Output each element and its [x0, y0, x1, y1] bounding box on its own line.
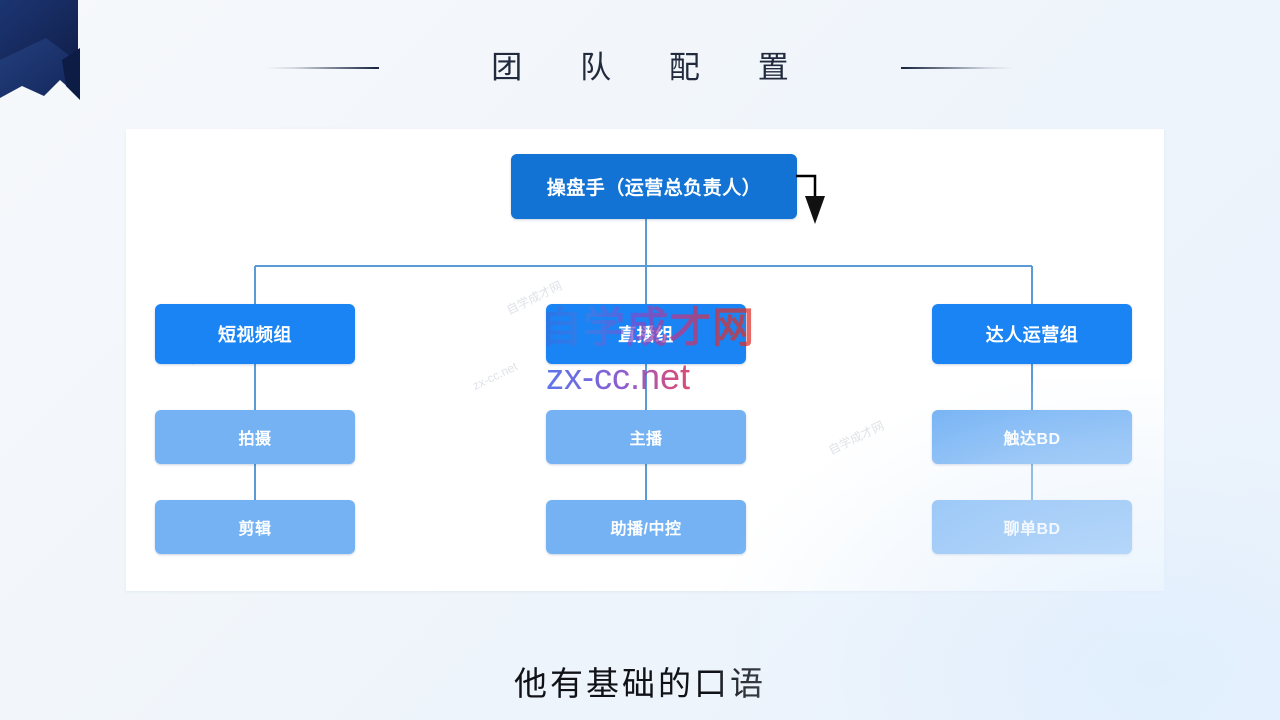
org-node-member[interactable]: 剪辑	[155, 500, 355, 554]
org-node-root[interactable]: 操盘手（运营总负责人）	[511, 154, 797, 219]
watermark-faint: zx-cc.net	[470, 359, 520, 393]
title-row: 团 队 配 置	[0, 44, 1280, 92]
org-node-member[interactable]: 聊单BD	[932, 500, 1132, 554]
org-node-group-head[interactable]: 直播组	[546, 304, 746, 364]
title-rule-left	[266, 67, 380, 69]
chart-card: zx-cc.net 自学成才网 zx-cc.net 自学成才网 操盘手（运营总负…	[126, 129, 1164, 591]
org-node-group-head[interactable]: 短视频组	[155, 304, 355, 364]
title-rule-right	[900, 67, 1014, 69]
slide-subtitle: 他有基础的口语	[514, 664, 766, 703]
org-chart: zx-cc.net 自学成才网 zx-cc.net 自学成才网 操盘手（运营总负…	[126, 129, 1164, 591]
org-node-group-head[interactable]: 达人运营组	[932, 304, 1132, 364]
org-node-member[interactable]: 拍摄	[155, 410, 355, 464]
watermark-faint: 自学成才网	[826, 418, 887, 458]
org-node-member[interactable]: 主播	[546, 410, 746, 464]
org-node-member[interactable]: 触达BD	[932, 410, 1132, 464]
page-title: 团 队 配 置	[491, 49, 813, 86]
org-node-member[interactable]: 助播/中控	[546, 500, 746, 554]
